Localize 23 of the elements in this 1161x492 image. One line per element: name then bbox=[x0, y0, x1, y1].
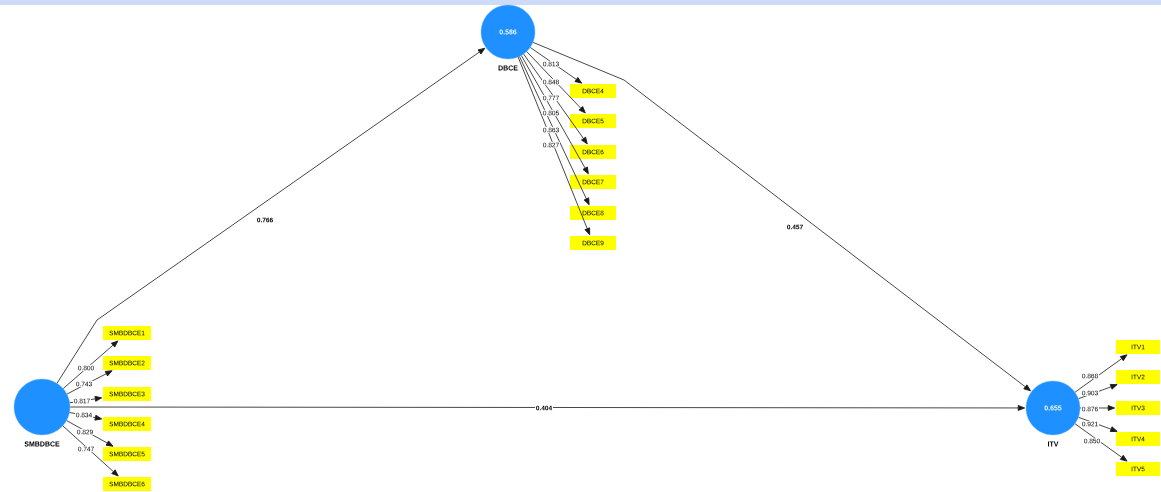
arrow bbox=[66, 370, 113, 395]
arrow bbox=[1074, 423, 1128, 462]
arrow bbox=[521, 55, 589, 175]
arrow bbox=[56, 47, 486, 384]
arrow bbox=[1079, 405, 1116, 411]
arrow bbox=[532, 42, 1031, 392]
construct-circle bbox=[13, 378, 71, 447]
arrow bbox=[519, 56, 590, 206]
arrow bbox=[1078, 384, 1118, 400]
arrow bbox=[1078, 416, 1118, 432]
arrow bbox=[69, 395, 103, 404]
arrow bbox=[529, 47, 583, 84]
arrow bbox=[62, 340, 119, 389]
arrow bbox=[69, 405, 1026, 411]
arrow bbox=[526, 51, 586, 114]
arrow bbox=[62, 425, 119, 477]
construct-circle bbox=[1025, 380, 1081, 447]
arrow bbox=[517, 56, 591, 236]
construct-circle bbox=[480, 4, 536, 71]
arrow bbox=[523, 53, 588, 145]
arrow bbox=[1074, 354, 1128, 393]
arrow bbox=[66, 420, 114, 447]
arrow bbox=[69, 412, 103, 421]
